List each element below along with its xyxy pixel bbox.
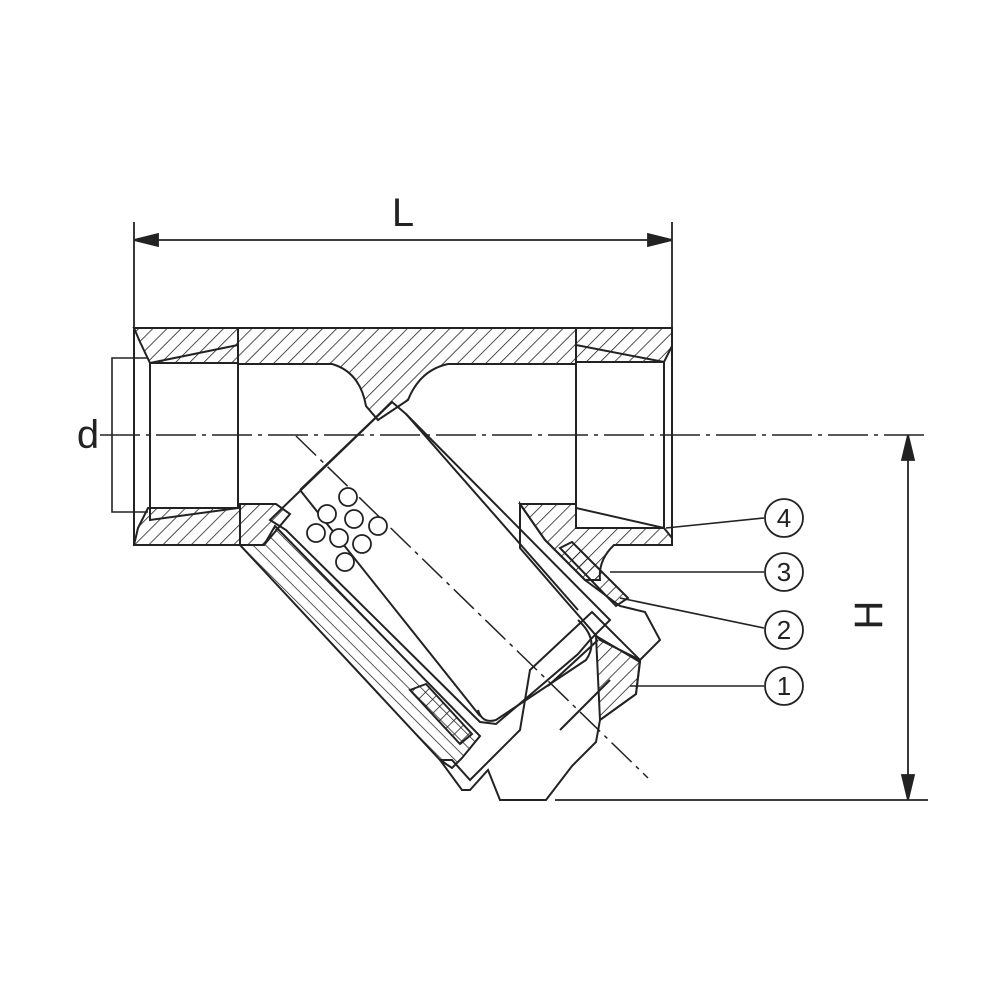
part-callout-1: 1: [764, 666, 804, 706]
part-callout-2: 2: [764, 610, 804, 650]
inlet-bore: [149, 343, 239, 522]
branch-wall-upper: [519, 500, 662, 662]
screen-end-cap: [477, 619, 593, 722]
outlet-bore: [575, 343, 665, 530]
gasket-lower: [408, 682, 474, 746]
branch-wall-lower: [237, 524, 482, 770]
callout-leaders: [610, 517, 765, 687]
part-number-1: 1: [777, 671, 791, 701]
dimension-d: [111, 357, 148, 513]
valve-body: [132, 327, 673, 581]
body-wall-top-right: [575, 327, 673, 363]
part-number-2: 2: [777, 615, 791, 645]
body-wall-bottom-left: [132, 507, 241, 546]
screen-inner: [299, 401, 393, 491]
screen-cylinder: [268, 400, 612, 726]
part-number-3: 3: [777, 557, 791, 587]
gasket: [558, 540, 630, 608]
dimension-h: [555, 434, 928, 801]
part-number-4: 4: [777, 503, 791, 533]
plug-nut-hatch: [594, 634, 642, 722]
dimension-label-height: H: [847, 601, 891, 630]
screen-perforations: [306, 487, 388, 572]
strainer-branch: [237, 400, 662, 801]
body-wall-top-left: [132, 327, 239, 364]
part-callout-3: 3: [764, 552, 804, 592]
part-callout-4: 4: [764, 498, 804, 538]
body-wall-top-middle: [237, 327, 577, 422]
dimension-label-length: L: [392, 191, 414, 235]
dimension-l: [133, 222, 673, 330]
dimension-label-diameter: d: [77, 413, 99, 457]
